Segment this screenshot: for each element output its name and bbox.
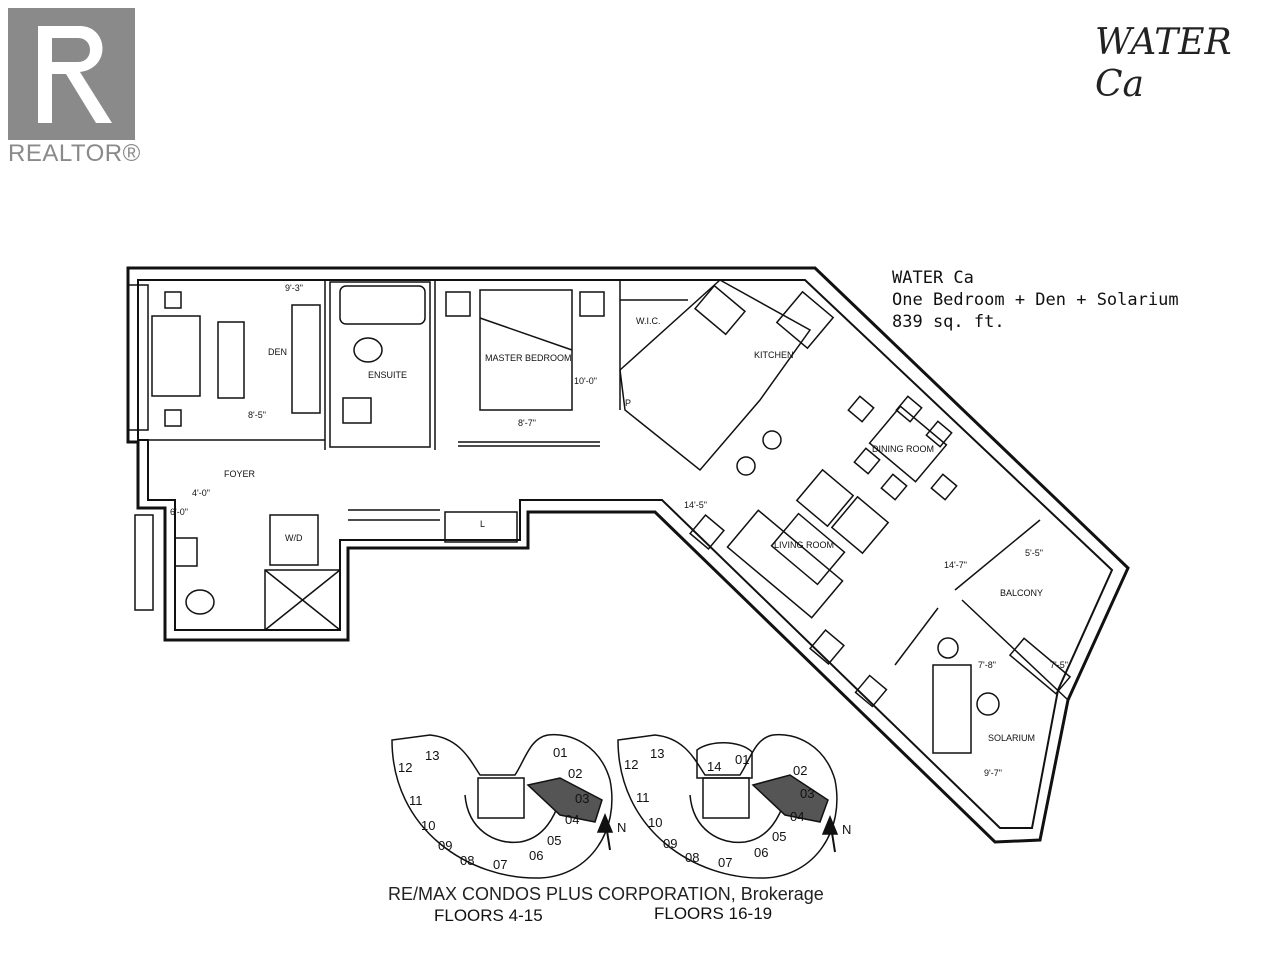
dim-balcony-width: 5'-5" bbox=[1025, 548, 1043, 558]
keyplan2-unit: 06 bbox=[754, 845, 769, 860]
keyplan1-label: FLOORS 4-15 bbox=[434, 906, 543, 925]
keyplan1-unit: 10 bbox=[421, 818, 436, 833]
keyplan2-unit: 12 bbox=[624, 757, 639, 772]
foyer-toilet bbox=[185, 589, 215, 615]
keyplan1-unit: 08 bbox=[460, 853, 475, 868]
ensuite-room bbox=[329, 281, 431, 448]
living-table bbox=[770, 512, 846, 586]
room-label-master-bedroom: MASTER BEDROOM bbox=[485, 353, 572, 363]
unit-type: One Bedroom + Den + Solarium bbox=[892, 290, 1179, 310]
keyplan2-unit: 11 bbox=[636, 790, 650, 805]
dim-den-depth: 8'-5" bbox=[248, 410, 266, 420]
handwritten-note-line1: WATER bbox=[1095, 22, 1232, 63]
unit-name: WATER Ca bbox=[892, 268, 974, 288]
keyplan2-unit: 02 bbox=[793, 763, 808, 778]
dining-table bbox=[868, 405, 948, 483]
room-label-den: DEN bbox=[268, 347, 288, 357]
keyplan2-unit: 09 bbox=[663, 836, 678, 851]
room-label-dining-room: DINING ROOM bbox=[872, 444, 934, 454]
inner-wall bbox=[137, 279, 1114, 829]
bed bbox=[479, 289, 573, 411]
keyplan1-unit: 13 bbox=[425, 748, 440, 763]
room-label-wd: W/D bbox=[285, 533, 303, 543]
keyplan-floors-4-15 bbox=[391, 733, 614, 879]
coffee-table bbox=[217, 321, 245, 399]
kitchen-counter bbox=[619, 279, 812, 472]
keyplan2-unit: 05 bbox=[772, 829, 787, 844]
keyplan2-unit: 13 bbox=[650, 746, 665, 761]
solarium-daybed bbox=[932, 664, 972, 754]
keyplan2-unit: 14 bbox=[707, 759, 722, 774]
living-sofa bbox=[726, 509, 844, 619]
dim-bedroom-width: 8'-7" bbox=[518, 418, 536, 428]
room-label-balcony: BALCONY bbox=[1000, 588, 1044, 598]
keyplan2-unit: 10 bbox=[648, 815, 663, 830]
dim-foyer-a: 4'-0" bbox=[192, 488, 210, 498]
room-label-wic: W.I.C. bbox=[636, 316, 661, 326]
bed-line bbox=[479, 317, 573, 351]
keyplan2-unit: 08 bbox=[685, 850, 700, 865]
keyplan2-unit: 03 bbox=[800, 786, 815, 801]
keyplan1-unit: 12 bbox=[398, 760, 413, 775]
keyplan1-unit: 09 bbox=[438, 838, 453, 853]
desk bbox=[291, 304, 321, 414]
keyplan1-unit: 03 bbox=[575, 791, 590, 806]
north-label: N bbox=[842, 822, 852, 837]
room-label-linen: L bbox=[480, 519, 486, 529]
keyplan1-unit: 02 bbox=[568, 766, 583, 781]
keyplan1-unit: 05 bbox=[547, 833, 562, 848]
keyplan2-unit: 04 bbox=[790, 809, 805, 824]
dim-living-width: 14'-5" bbox=[684, 500, 707, 510]
keyplan1-unit: 04 bbox=[565, 812, 580, 827]
ensuite-sink bbox=[342, 397, 372, 424]
dim-balcony-depth: 7'-5" bbox=[1050, 660, 1068, 670]
washer-dryer bbox=[269, 514, 319, 566]
keyplan1-unit: 06 bbox=[529, 848, 544, 863]
unit-info: WATER Ca One Bedroom + Den + Solarium 83… bbox=[892, 267, 1179, 333]
outer-wall bbox=[126, 266, 1130, 844]
bathtub bbox=[339, 285, 426, 325]
closet bbox=[264, 569, 341, 631]
armchair bbox=[795, 468, 855, 528]
unit-area: 839 sq. ft. bbox=[892, 312, 1005, 332]
dim-solarium-width: 7'-8" bbox=[978, 660, 996, 670]
armchair bbox=[830, 495, 890, 555]
room-label-foyer: FOYER bbox=[224, 469, 256, 479]
room-label-solarium: SOLARIUM bbox=[988, 733, 1036, 743]
keyplan1-unit: 07 bbox=[493, 857, 508, 872]
dim-solarium-depth: 9'-7" bbox=[984, 768, 1002, 778]
stool bbox=[736, 456, 756, 476]
brokerage-watermark: RE/MAX CONDOS PLUS CORPORATION, Brokerag… bbox=[386, 884, 826, 905]
room-label-pantry: P bbox=[625, 398, 632, 408]
room-label-living-room: LIVING ROOM bbox=[774, 540, 835, 550]
linen-closet bbox=[444, 511, 518, 543]
stool bbox=[762, 430, 782, 450]
ensuite-toilet bbox=[353, 337, 383, 363]
keyplan2-unit: 01 bbox=[735, 752, 750, 767]
north-label: N bbox=[617, 820, 627, 835]
keyplan2-unit: 07 bbox=[718, 855, 733, 870]
realtor-wordmark: REALTOR® bbox=[8, 140, 141, 167]
keyplan1-unit: 01 bbox=[553, 745, 568, 760]
kitchen-sink bbox=[693, 284, 747, 336]
den-window bbox=[127, 284, 149, 431]
stove bbox=[775, 290, 835, 350]
keyplan2-label: FLOORS 16-19 bbox=[654, 904, 773, 923]
room-label-kitchen: KITCHEN bbox=[754, 350, 794, 360]
dim-bedroom-depth: 10'-0" bbox=[574, 376, 597, 386]
dim-foyer-b: 6'-0" bbox=[170, 507, 188, 517]
sofa bbox=[151, 315, 201, 397]
room-label-ensuite: ENSUITE bbox=[368, 370, 408, 380]
foyer-window bbox=[134, 514, 154, 611]
realtor-logo bbox=[8, 8, 135, 140]
handwritten-note-line2: Ca bbox=[1095, 64, 1145, 105]
dim-den-width: 9'-3" bbox=[285, 283, 303, 293]
keyplan-floors-16-19 bbox=[617, 733, 839, 879]
dim-living-depth: 14'-7" bbox=[944, 560, 967, 570]
keyplan1-unit: 11 bbox=[409, 793, 423, 808]
foyer-sink bbox=[174, 537, 198, 567]
